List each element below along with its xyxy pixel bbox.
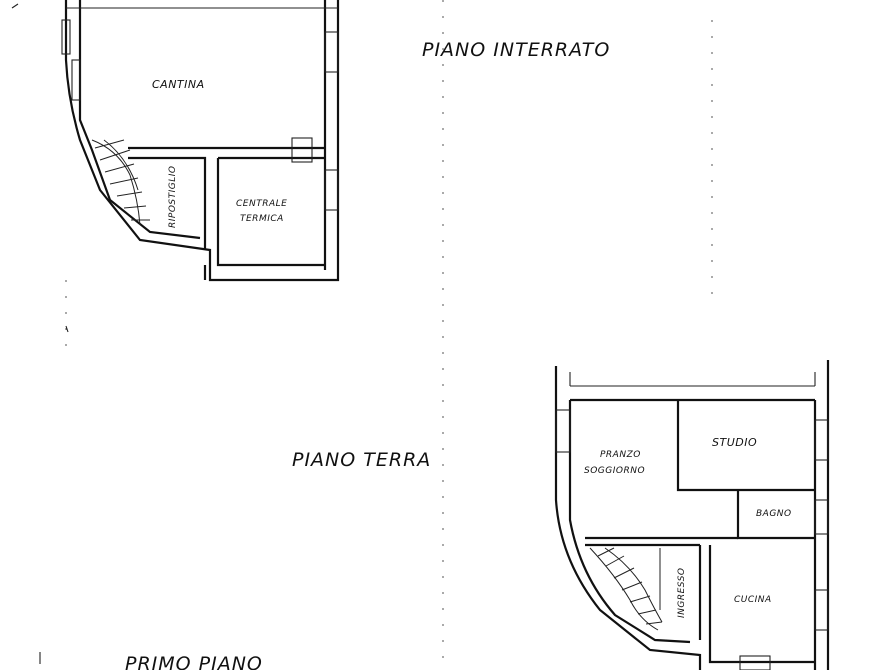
ground-floor-title: PIANO TERRA xyxy=(292,449,431,471)
boiler-room-label-line1: CENTRALE xyxy=(236,199,287,209)
entrance-label: INGRESSO xyxy=(677,568,687,619)
basement-staircase xyxy=(91,139,150,226)
first-floor-title: PRIMO PIANO xyxy=(125,653,263,670)
kitchen-label: CUCINA xyxy=(734,595,772,605)
dining-living-label-line2: SOGGIORNO xyxy=(584,466,645,476)
boiler-room-label-line2: TERMICA xyxy=(240,214,284,224)
basement-plan: CANTINA CENTRALE TERMICA RIPOSTIGLIO xyxy=(61,0,340,282)
dining-living-label-line1: PRANZO xyxy=(600,450,641,460)
ground-floor-plan: PRANZO SOGGIORNO STUDIO BAGNO CUCINA ING… xyxy=(554,360,830,670)
side-room-label: RIPOSTIGLIO xyxy=(168,165,178,228)
ground-floor-staircase xyxy=(589,547,663,631)
bath-label: BAGNO xyxy=(756,509,792,519)
scan-marks xyxy=(11,3,69,664)
basement-title: PIANO INTERRATO xyxy=(422,39,610,61)
center-guide-line xyxy=(65,0,713,670)
study-label: STUDIO xyxy=(712,436,757,449)
cellar-label: CANTINA xyxy=(152,78,205,91)
